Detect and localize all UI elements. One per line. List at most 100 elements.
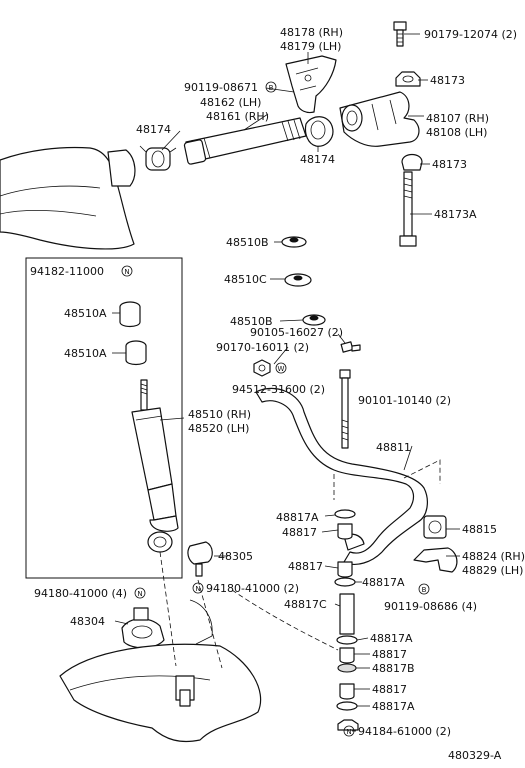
- link-retainer-b: [337, 663, 357, 673]
- label-long-bolt: 48173A: [434, 208, 477, 221]
- retainer-upper-2: [284, 273, 312, 287]
- alignment-line-2: [197, 579, 223, 669]
- label-bolt-top: 90179-12074 (2): [424, 28, 517, 41]
- stabilizer-bracket: [413, 547, 458, 573]
- label-cushion-2: 48510A: [64, 347, 107, 360]
- svg-text:B: B: [422, 586, 427, 594]
- bolt-top: [393, 21, 407, 47]
- label-bracket-lh: 48179 (LH): [280, 40, 341, 53]
- label-retainer-6b: 48817B: [372, 662, 415, 675]
- alignment-line-3: [231, 589, 339, 651]
- label-shaft-lh: 48162 (LH): [200, 96, 261, 109]
- boot-left: [139, 145, 177, 171]
- label-bush-7: 48817: [372, 683, 407, 696]
- torsion-arm: [339, 91, 420, 147]
- link-retainer-bottom: [336, 701, 358, 711]
- label-cushion-1: 48510A: [64, 307, 107, 320]
- link-bushing-lower: [339, 647, 355, 664]
- svg-text:N: N: [346, 728, 351, 736]
- label-nut-top: 48173: [430, 74, 465, 87]
- label-stabilizer: 48811: [376, 441, 411, 454]
- label-boot-center: 48174: [300, 153, 335, 166]
- link-retainer-mid: [334, 577, 356, 587]
- symbol-n-4: N: [343, 725, 355, 737]
- svg-text:N: N: [137, 590, 142, 598]
- label-retainer-7a: 48817A: [372, 700, 415, 713]
- link-bushing-mid: [337, 561, 353, 578]
- label-retainer-6a: 48817A: [370, 632, 413, 645]
- link-retainer-lower: [336, 635, 358, 645]
- cushion-lower: [125, 340, 147, 366]
- link-bolt: [339, 369, 351, 449]
- nut-top: [395, 71, 421, 87]
- label-bracket-lower-rh: 48824 (RH): [462, 550, 525, 563]
- label-retainer-3: 48510B: [230, 315, 273, 328]
- cushion-upper: [119, 301, 141, 328]
- label-nut-mid: 48173: [432, 158, 467, 171]
- symbol-n-1: N: [121, 265, 133, 277]
- symbol-b-1: B: [265, 81, 277, 93]
- nut-middle: [401, 153, 423, 171]
- label-collar: 48817C: [284, 598, 327, 611]
- svg-text:W: W: [278, 365, 285, 373]
- label-bumper: 48305: [218, 550, 253, 563]
- label-bush-4: 48817: [282, 526, 317, 539]
- label-bolt-mid: 90105-16027 (2): [250, 326, 343, 339]
- symbol-b-2: B: [418, 583, 430, 595]
- label-arm-lh: 48108 (LH): [426, 126, 487, 139]
- label-retainer-4a: 48817A: [276, 511, 319, 524]
- bumper: [187, 541, 213, 577]
- torsion-shaft: [183, 117, 307, 165]
- anchor-bracket: [285, 55, 337, 114]
- alignment-line-4: [159, 551, 177, 667]
- label-bush-6: 48817: [372, 648, 407, 661]
- alignment-line-1: [403, 459, 441, 484]
- bolt-small-mid: [340, 341, 361, 353]
- label-absorber-rh: 48510 (RH): [188, 408, 251, 421]
- link-bushing-bottom: [339, 683, 355, 700]
- long-bolt: [399, 171, 417, 247]
- lower-arm: [59, 599, 262, 743]
- symbol-n-3: N: [134, 587, 146, 599]
- label-bush-5: 48817: [288, 560, 323, 573]
- lower-bracket: [121, 607, 165, 649]
- label-box-nut: 94182-11000: [30, 265, 104, 278]
- boot-center: [304, 116, 334, 147]
- leader-lines: [112, 33, 460, 732]
- label-bolt-b: 90119-08671: [184, 81, 258, 94]
- nut-small-mid: [253, 359, 271, 377]
- label-absorber-lh: 48520 (LH): [188, 422, 249, 435]
- label-arm-rh: 48107 (RH): [426, 112, 489, 125]
- label-bracket-lower: 48304: [70, 615, 105, 628]
- retainer-upper-3: [302, 314, 326, 326]
- shock-absorber: [131, 379, 179, 553]
- link-collar: [339, 593, 355, 635]
- label-bracket-rh: 48178 (RH): [280, 26, 343, 39]
- label-boot-left: 48174: [136, 123, 171, 136]
- label-washer: 94512-31600 (2): [232, 383, 325, 396]
- link-retainer-upper: [334, 509, 356, 519]
- stabilizer-bushing-clamp: [423, 515, 447, 539]
- svg-text:B: B: [269, 84, 274, 92]
- symbol-n-2: N: [192, 582, 204, 594]
- retainer-upper-1: [281, 236, 307, 248]
- label-bush-link-clamp: 48815: [462, 523, 497, 536]
- diagram-code: 480329-A: [448, 749, 502, 762]
- label-retainer-5a: 48817A: [362, 576, 405, 589]
- label-bolt-small: 90170-16011 (2): [216, 341, 309, 354]
- label-retainer-1: 48510B: [226, 236, 269, 249]
- frame-member-upper: [0, 146, 136, 250]
- label-nut-lower-left: 94180-41000 (4): [34, 587, 127, 600]
- label-shaft-rh: 48161 (RH): [206, 110, 269, 123]
- svg-text:N: N: [124, 268, 129, 276]
- label-retainer-2: 48510C: [224, 273, 267, 286]
- label-bracket-lower-lh: 48829 (LH): [462, 564, 523, 577]
- label-bolt-clamp: 90119-08686 (4): [384, 600, 477, 613]
- label-nut-bumper: 94180-41000 (2): [206, 582, 299, 595]
- label-nut-bottom: 94184-61000 (2): [358, 725, 451, 738]
- label-bolt-link: 90101-10140 (2): [358, 394, 451, 407]
- svg-text:N: N: [195, 585, 200, 593]
- symbol-w-1: W: [275, 362, 287, 374]
